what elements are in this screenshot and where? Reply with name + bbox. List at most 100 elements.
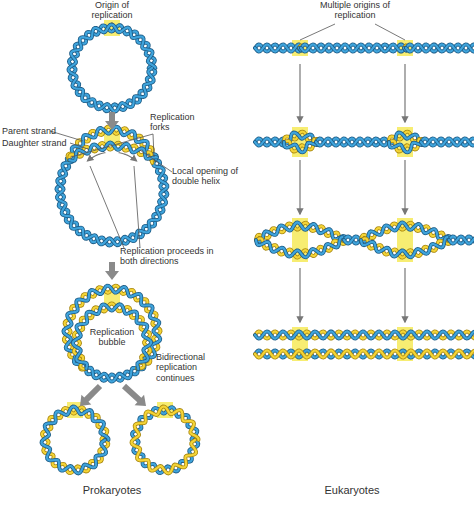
strand-outline <box>255 44 299 51</box>
leader-line <box>90 166 124 248</box>
parent-strand <box>256 222 345 241</box>
parent-strand <box>68 24 155 111</box>
parent-strand <box>42 407 109 474</box>
annotation-label: Local opening of double helix <box>172 166 252 187</box>
parent-strand <box>255 350 474 357</box>
direction-arrow <box>119 153 137 161</box>
parent-strand <box>284 142 318 152</box>
daughter-strand <box>42 407 108 473</box>
strand-outline <box>57 160 167 245</box>
process-arrow <box>105 262 119 280</box>
annotation-label: Parent strand <box>2 126 74 136</box>
process-arrow <box>80 384 102 406</box>
parent-strand <box>255 44 299 51</box>
parent-strand <box>255 138 284 145</box>
parent-strand <box>344 236 361 243</box>
parent-strand <box>86 369 138 381</box>
parent-strand <box>389 142 423 152</box>
strand-outline <box>86 369 138 381</box>
daughter-strand <box>132 407 199 474</box>
annotation-label: Replication bubble <box>82 327 142 348</box>
parent-strand <box>449 236 474 243</box>
strand-outline <box>255 331 474 338</box>
strand-outline <box>389 142 423 152</box>
leader-line <box>140 150 172 172</box>
parent-strand <box>406 44 474 51</box>
annotation-label: Multiple origins of replication <box>305 0 405 21</box>
leader-line <box>153 134 154 157</box>
parent-strand <box>344 236 361 243</box>
strand-outline <box>63 286 160 370</box>
strand-outline <box>406 44 474 51</box>
annotation-layer <box>50 22 405 406</box>
process-arrow <box>404 160 405 214</box>
panel-title: Eukaryotes <box>302 484 402 497</box>
strand-outline <box>406 44 474 51</box>
strand-outline <box>69 25 155 111</box>
parent-strand <box>449 236 474 243</box>
parent-strand <box>421 138 474 145</box>
strand-outline <box>256 222 345 241</box>
process-arrow <box>404 64 405 122</box>
strand-outline <box>132 407 198 473</box>
process-arrow <box>404 268 405 322</box>
leader-line <box>300 24 335 40</box>
strand-outline <box>256 237 343 257</box>
parent-strand <box>63 286 160 370</box>
strand-outline <box>42 407 108 473</box>
parent-strand <box>255 138 284 145</box>
strand-outline <box>255 331 474 338</box>
annotation-label: Replication proceeds in both directions <box>120 246 224 267</box>
strand-outline <box>255 138 284 145</box>
strand-outline <box>56 158 167 245</box>
strand-outline <box>301 44 404 51</box>
leader-line <box>134 166 140 248</box>
strand-outline <box>344 236 361 243</box>
strand-outline <box>86 368 137 382</box>
parent-strand <box>56 158 167 245</box>
daughter-strand <box>74 303 151 368</box>
strand-outline <box>421 138 474 145</box>
daughter-strand <box>64 286 161 370</box>
direction-arrow <box>88 153 106 161</box>
daughter-strand <box>255 331 474 338</box>
annotation-label: Bidirectional replication continues <box>156 352 236 383</box>
strand-outline <box>344 236 361 243</box>
leader-line <box>70 143 88 149</box>
dna-layer <box>42 24 474 473</box>
parent-strand <box>256 237 343 257</box>
parent-strand <box>316 138 389 145</box>
annotation-label: Origin of replication <box>80 0 144 21</box>
strand-outline <box>361 222 450 241</box>
strand-outline <box>421 138 474 145</box>
strand-outline <box>68 24 155 111</box>
process-arrow <box>299 160 300 214</box>
process-arrow <box>105 112 119 130</box>
strand-outline <box>132 407 199 474</box>
parent-strand <box>301 44 404 51</box>
strand-outline <box>301 44 404 51</box>
annotation-label: Daughter strand <box>2 138 74 148</box>
parent-strand <box>255 331 474 338</box>
parent-strand <box>69 25 155 111</box>
strand-outline <box>449 236 474 243</box>
parent-strand <box>421 138 474 145</box>
strand-outline <box>284 142 318 152</box>
strand-outline <box>255 350 474 357</box>
strand-outline <box>42 407 109 474</box>
strand-outline <box>73 304 151 369</box>
parent-strand <box>301 44 404 51</box>
strand-outline <box>255 350 474 357</box>
leader-line <box>375 24 405 40</box>
strand-outline <box>316 138 389 145</box>
strand-outline <box>64 286 161 370</box>
leader-line <box>71 134 153 157</box>
panel-title: Prokaryotes <box>62 484 162 497</box>
strand-outline <box>316 138 389 145</box>
strand-outline <box>255 44 299 51</box>
parent-strand <box>361 237 448 257</box>
leader-line <box>112 22 113 24</box>
parent-strand <box>73 304 151 369</box>
